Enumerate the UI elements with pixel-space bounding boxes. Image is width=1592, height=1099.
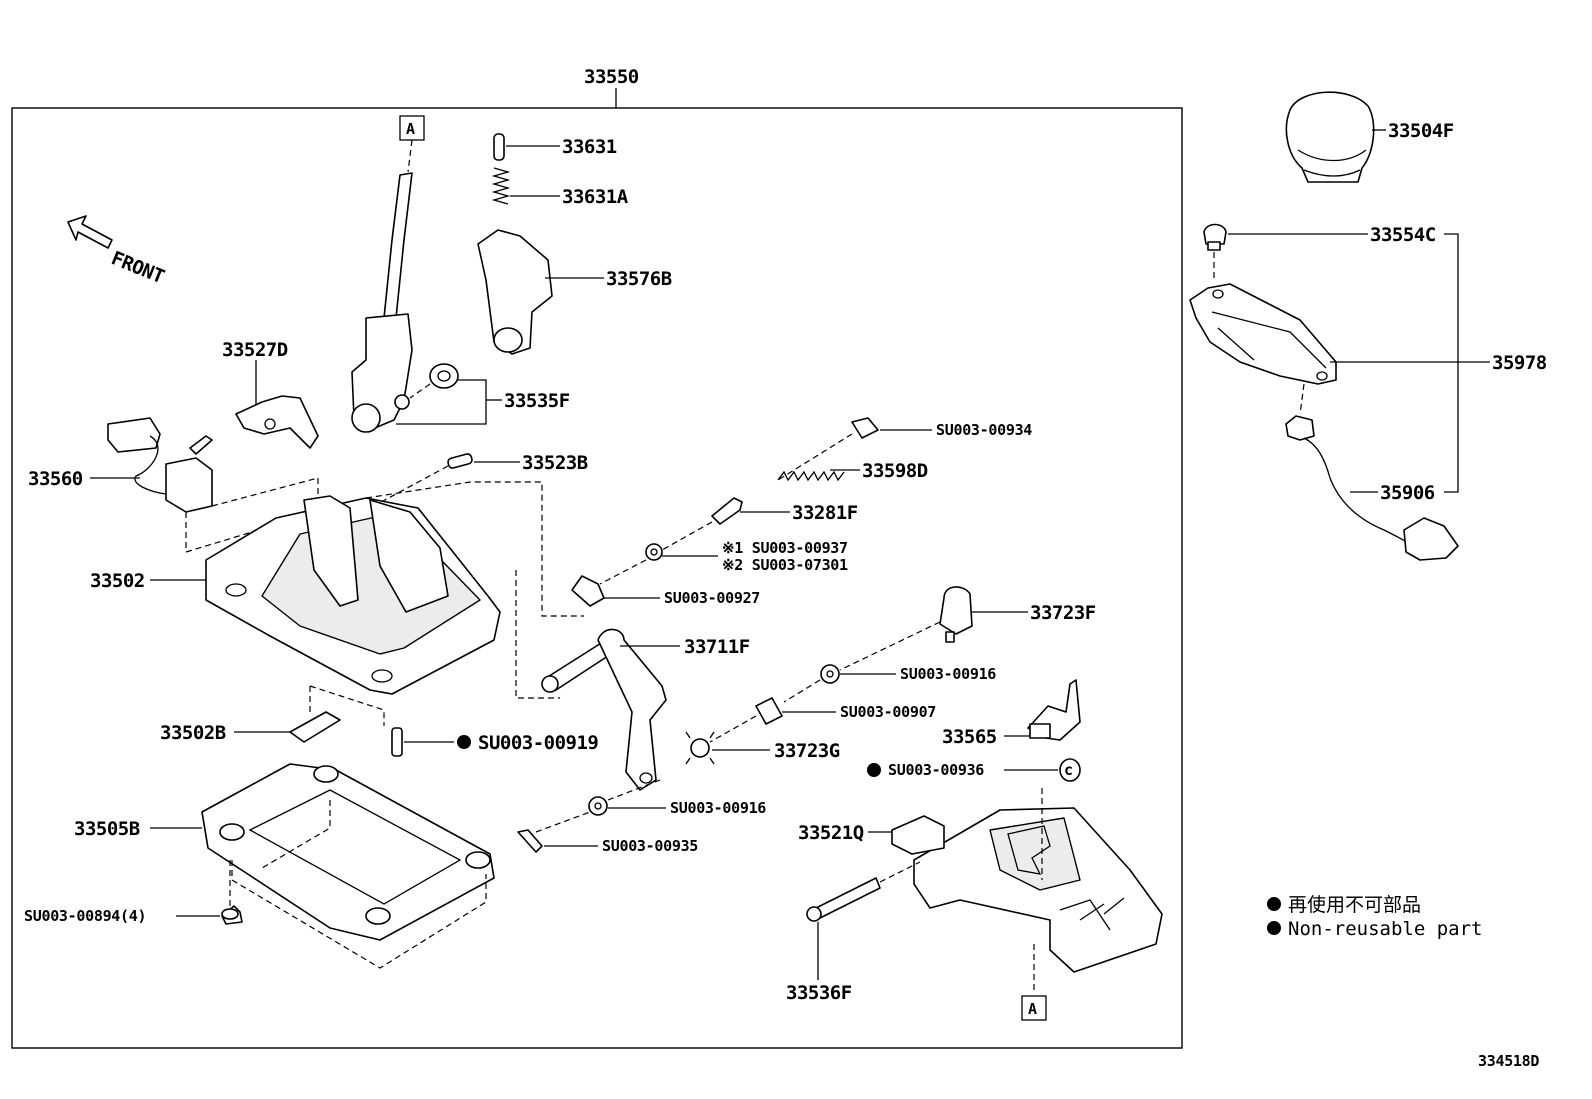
part-33711F: 33711F (541, 628, 750, 791)
svg-text:35978: 35978 (1492, 352, 1547, 374)
svg-text:SU003-00919: SU003-00919 (478, 732, 598, 754)
part-33723F: 33723F (939, 586, 1096, 643)
svg-text:SU003-00936: SU003-00936 (888, 761, 984, 779)
part-33502: 33502 (90, 481, 584, 699)
part-33504F: 33504F (1285, 91, 1454, 183)
svg-text:33535F: 33535F (504, 390, 570, 412)
svg-text:35906: 35906 (1380, 482, 1435, 504)
svg-text:33576B: 33576B (606, 268, 672, 290)
legend-en: Non-reusable part (1288, 918, 1482, 940)
part-33554C: 33554C (1203, 223, 1436, 282)
svg-text:33723G: 33723G (774, 740, 840, 762)
part-SU003-00919: SU003-00919 (391, 727, 599, 757)
svg-text:SU003-00907: SU003-00907 (840, 703, 936, 721)
svg-text:33711F: 33711F (684, 636, 750, 658)
legend-jp: 再使用不可部品 (1288, 894, 1421, 916)
part-33505B: 33505B (74, 763, 495, 969)
svg-text:33723F: 33723F (1030, 602, 1096, 624)
front-arrow: FRONT (67, 215, 167, 288)
part-33565: 33565 (942, 679, 1081, 748)
svg-text:SU003-00894(4): SU003-00894(4) (24, 907, 146, 925)
svg-text:33598D: 33598D (862, 460, 928, 482)
part-SU003-00916-b: SU003-00916 (588, 796, 767, 817)
front-label: FRONT (108, 247, 167, 288)
part-33502B: 33502B (160, 685, 385, 744)
legend: 再使用不可部品 Non-reusable part (1267, 894, 1482, 940)
part-35906: 35906 (1285, 415, 1459, 561)
figure-code: 334518D (1478, 1052, 1539, 1070)
ref-box-top: A (399, 115, 425, 173)
svg-text:33521Q: 33521Q (798, 822, 864, 844)
svg-text:33502B: 33502B (160, 722, 226, 744)
svg-text:A: A (406, 120, 415, 138)
shift-lever (351, 172, 413, 433)
part-33631A: 33631A (491, 167, 629, 208)
assembly-number: 33550 (584, 66, 639, 88)
part-35978: 35978 (1189, 283, 1547, 415)
assembly-frame: 33550 (11, 66, 1183, 1049)
svg-text:c: c (1064, 761, 1073, 779)
part-33598D: 33598D (777, 460, 928, 482)
part-SU003-00934: SU003-00934 (851, 417, 1033, 439)
part-SU003-00916-a: SU003-00916 (820, 664, 997, 684)
svg-text:33281F: 33281F (792, 502, 858, 524)
part-SU003-00907: SU003-00907 (755, 697, 936, 725)
svg-text:33523B: 33523B (522, 452, 588, 474)
svg-text:33502: 33502 (90, 570, 145, 592)
svg-text:33554C: 33554C (1370, 224, 1436, 246)
part-33535F: 33535F (396, 363, 570, 425)
part-33560: 33560 (28, 417, 319, 553)
svg-text:33504F: 33504F (1388, 120, 1454, 142)
part-33576B: 33576B (477, 229, 672, 355)
part-SU003-00894: SU003-00894(4) (24, 860, 243, 925)
svg-text:33536F: 33536F (786, 982, 852, 1004)
part-33723G: 33723G (685, 731, 840, 765)
part-33527D: 33527D (222, 339, 319, 449)
group-bracket (1444, 233, 1459, 493)
part-33521Q: 33521Q (798, 807, 1163, 973)
svg-text:※1 SU003-00937: ※1 SU003-00937 (722, 539, 848, 557)
svg-text:33631: 33631 (562, 136, 617, 158)
part-SU003-00935: SU003-00935 (517, 779, 699, 855)
svg-text:SU003-00916: SU003-00916 (900, 665, 996, 683)
part-33281F: 33281F (711, 497, 858, 525)
part-SU003-00927: SU003-00927 (571, 575, 760, 607)
part-33536F: 33536F (786, 861, 921, 1004)
svg-text:A: A (1028, 1000, 1037, 1018)
svg-text:SU003-00935: SU003-00935 (602, 837, 698, 855)
svg-text:※2 SU003-07301: ※2 SU003-07301 (722, 556, 848, 574)
svg-text:SU003-00934: SU003-00934 (936, 421, 1032, 439)
part-33523B: 33523B (369, 452, 588, 509)
part-33631: 33631 (493, 133, 617, 161)
svg-text:33631A: 33631A (562, 186, 629, 208)
svg-text:SU003-00916: SU003-00916 (670, 799, 766, 817)
part-SU003-00937: ※1 SU003-00937 ※2 SU003-07301 (645, 539, 848, 574)
ref-box-bottom: A (1021, 788, 1047, 1021)
svg-text:33565: 33565 (942, 726, 997, 748)
svg-text:33560: 33560 (28, 468, 83, 490)
svg-text:SU003-00927: SU003-00927 (664, 589, 760, 607)
svg-text:33527D: 33527D (222, 339, 288, 361)
part-SU003-00936: SU003-00936 c (867, 758, 1081, 782)
svg-text:33505B: 33505B (74, 818, 140, 840)
